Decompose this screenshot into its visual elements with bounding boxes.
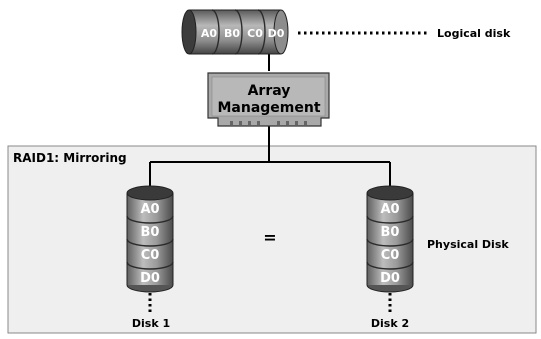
disk2-block: A0 <box>380 202 399 217</box>
disk1-block: A0 <box>140 202 159 217</box>
logical-disk-label: Logical disk <box>437 27 511 40</box>
physical-disk-label: Physical Disk <box>427 238 509 251</box>
disk2-block: B0 <box>381 225 400 240</box>
array-management-card: Array Management <box>207 72 330 127</box>
disk2-label: Disk 2 <box>371 317 409 330</box>
physical-disk-1: A0 B0 C0 D0 <box>126 185 174 293</box>
logical-disk-icon: A0 B0 C0 D0 <box>181 9 289 55</box>
raid-region-box <box>7 145 537 334</box>
physical-disk-2: A0 B0 C0 D0 <box>366 185 414 293</box>
logical-segment: B0 <box>224 27 240 40</box>
array-management-line1: Array <box>248 83 291 99</box>
disk1-block: D0 <box>140 271 160 286</box>
disk2-block: C0 <box>381 248 400 263</box>
disk1-block: C0 <box>141 248 160 263</box>
array-management-line2: Management <box>217 100 320 116</box>
logical-segment: D0 <box>268 27 285 40</box>
raid-title: RAID1: Mirroring <box>13 151 127 165</box>
disk1-label: Disk 1 <box>132 317 170 330</box>
disk2-block: D0 <box>380 271 400 286</box>
logical-segment: C0 <box>247 27 263 40</box>
mirror-equals: = <box>263 228 276 247</box>
logical-segment: A0 <box>201 27 218 40</box>
disk1-block: B0 <box>141 225 160 240</box>
